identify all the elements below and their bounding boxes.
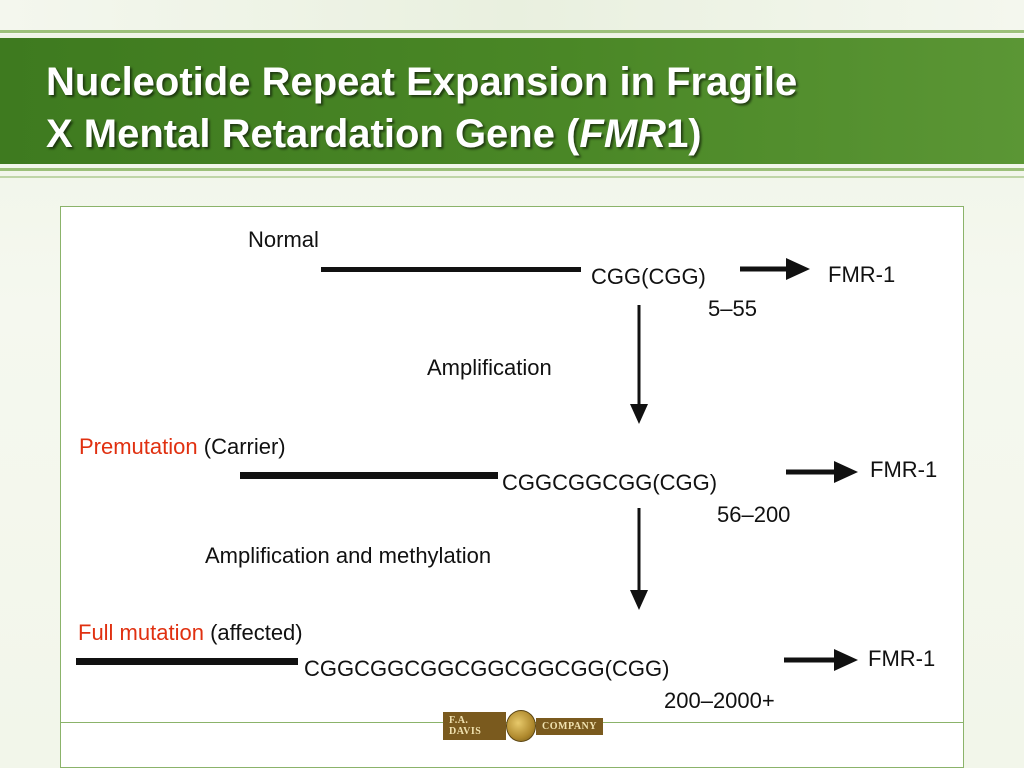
amplification-methylation-label: Amplification and methylation <box>205 543 492 568</box>
full-mutation-row-label: Full mutation (affected) <box>78 620 303 646</box>
premutation-gene-label: FMR-1 <box>870 457 938 482</box>
caduceus-emblem-icon <box>506 710 537 742</box>
premutation-row-label: Premutation (Carrier) <box>79 434 286 460</box>
full-mutation-qualifier: (affected) <box>210 620 303 645</box>
normal-label: Normal <box>248 227 319 252</box>
amplification-down-arrow <box>630 305 648 424</box>
full-mutation-gene-label: FMR-1 <box>868 646 936 671</box>
normal-gene-arrow <box>740 258 810 280</box>
banner-rule-lower-thin <box>0 176 1024 178</box>
slide-title: Nucleotide Repeat Expansion in Fragile X… <box>46 56 1006 160</box>
full-mutation-sequence: CGGCGGCGGCGGCGGCGG(CGG) <box>304 656 670 681</box>
title-line-1: Nucleotide Repeat Expansion in Fragile <box>46 60 798 104</box>
normal-repeat-range: 5–55 <box>708 296 757 321</box>
normal-gene-label: FMR-1 <box>828 262 896 287</box>
methylation-down-arrow <box>630 508 648 610</box>
full-mutation-dna-line <box>76 658 298 665</box>
title-banner <box>0 38 1024 164</box>
premutation-label: Premutation <box>79 434 198 459</box>
premutation-repeat-range: 56–200 <box>717 502 791 527</box>
title-line-2-suffix: 1) <box>666 112 702 156</box>
logo-text-right: COMPANY <box>536 717 603 735</box>
normal-dna-line <box>321 267 581 272</box>
title-line-2-prefix: X Mental Retardation Gene ( <box>46 112 580 156</box>
premutation-sequence: CGGCGGCGG(CGG) <box>502 470 718 495</box>
full-mutation-label: Full mutation <box>78 620 204 645</box>
normal-sequence: CGG(CGG) <box>591 264 706 289</box>
logo-text-left: F.A. DAVIS <box>443 712 507 740</box>
premutation-dna-line <box>240 472 498 479</box>
top-rule <box>0 30 1024 33</box>
title-gene-italic: FMR <box>579 112 667 156</box>
full-mutation-gene-arrow <box>784 649 858 671</box>
premutation-qualifier: (Carrier) <box>203 434 286 459</box>
publisher-logo: F.A. DAVIS COMPANY <box>443 710 603 742</box>
top-band <box>0 0 1024 34</box>
premutation-gene-arrow <box>786 461 858 483</box>
amplification-label: Amplification <box>427 355 552 380</box>
banner-rule-lower <box>0 168 1024 171</box>
full-mutation-repeat-range: 200–2000+ <box>664 688 775 713</box>
